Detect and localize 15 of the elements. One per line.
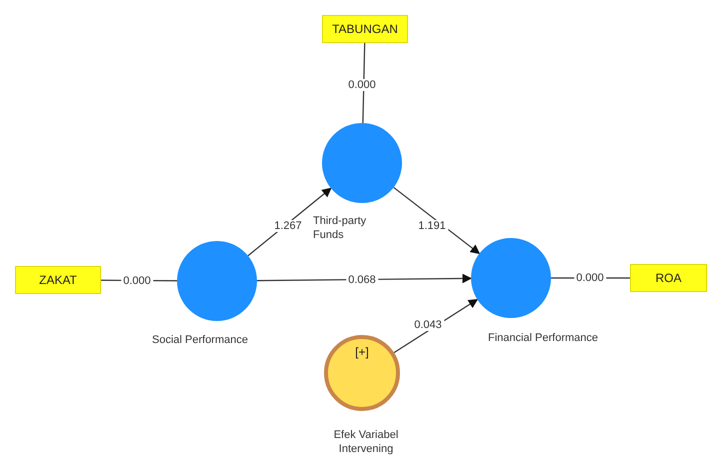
construct-label: Financial Performance <box>486 331 600 345</box>
path-coefficient: 0.000 <box>346 79 378 91</box>
indicator-box: ZAKAT <box>15 266 101 294</box>
path-coefficient: 0.068 <box>346 274 378 286</box>
indicator-box: TABUNGAN <box>322 15 408 43</box>
path-coefficient: 0.000 <box>574 272 606 284</box>
path-coefficient: 1.267 <box>272 220 304 232</box>
construct-label: Social Performance <box>151 333 249 347</box>
path-coefficient: 0.043 <box>412 319 444 331</box>
path-coefficient: 1.191 <box>416 220 448 232</box>
indicator-box: ROA <box>630 264 707 292</box>
path-coefficient: 0.000 <box>121 275 153 287</box>
construct-label: Efek Variabel Intervening <box>332 428 400 456</box>
node-text: [+] <box>355 345 369 359</box>
construct-label: Third-party Funds <box>313 214 368 242</box>
